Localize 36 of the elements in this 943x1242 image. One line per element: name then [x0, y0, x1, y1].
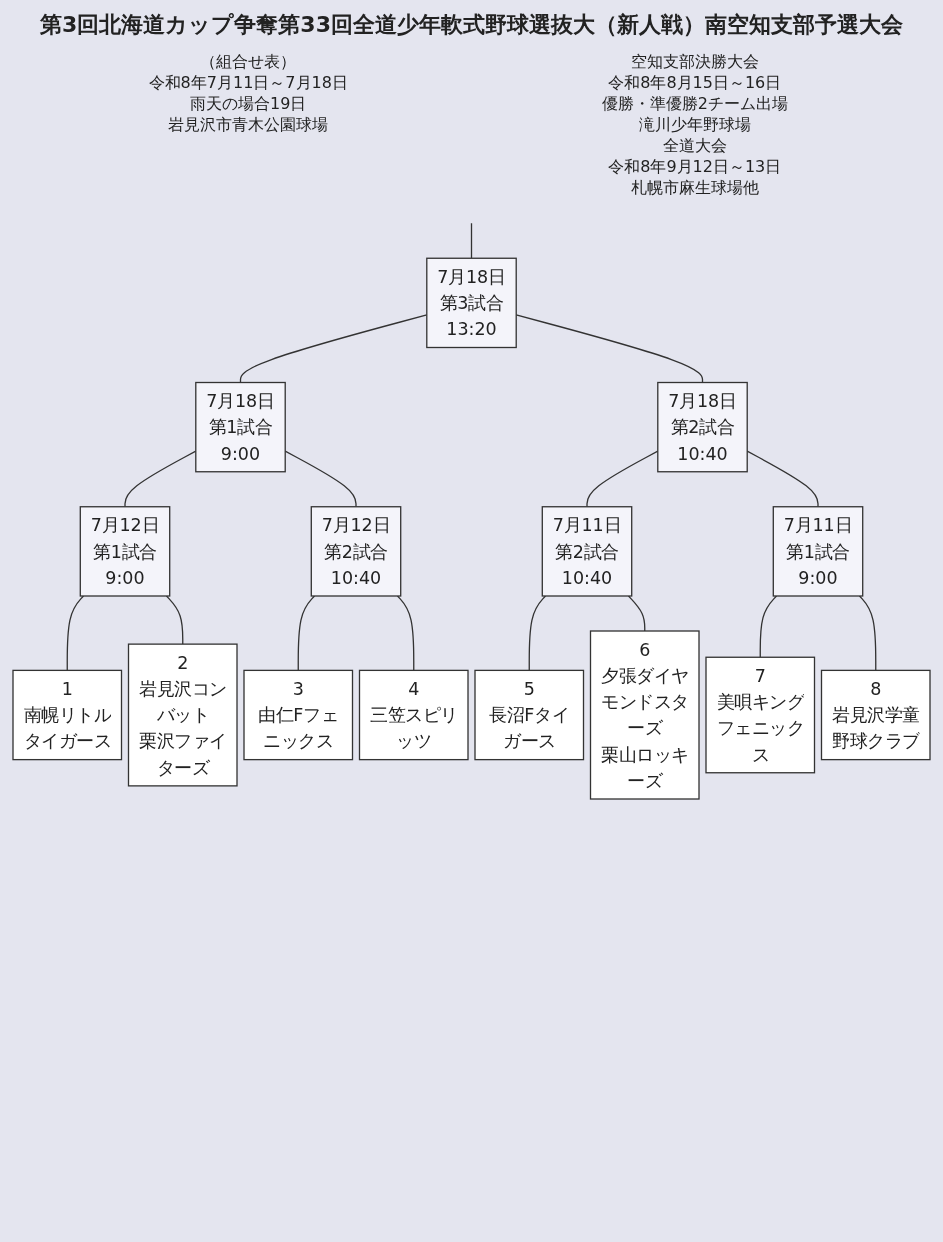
node-box: 4 三笠スピリッツ: [358, 669, 469, 761]
note-text: 優勝・準優勝2チーム出場: [600, 94, 789, 115]
note-text: 雨天の場合19日: [189, 94, 308, 115]
node-box: 6 夕張ダイヤモンドスターズ 栗山ロッキーズ: [589, 630, 700, 800]
node-box: 7 美唄キングフェニックス: [705, 656, 816, 774]
connector: [165, 595, 184, 645]
title: 第3回北海道カップ争奪第33回全道少年軟式野球選抜大（新人戦）南空知支部予選大会: [39, 11, 904, 39]
note-text: 令和8年8月15日～16日: [607, 73, 783, 94]
node-box: 7月12日 第1試合 9:00: [79, 506, 171, 597]
node-box: 7月11日 第2試合 10:40: [541, 506, 633, 597]
node-box: 5 長沼Fタイガース: [474, 669, 585, 761]
node-box: 7月18日 第2試合 10:40: [657, 381, 748, 473]
note-text: 札幌市麻生球場他: [629, 178, 760, 199]
connector: [66, 595, 85, 672]
node-box: 3 由仁Fフェニックス: [243, 669, 354, 761]
node-box: 7月12日 第2試合 10:40: [310, 506, 402, 597]
connector: [528, 595, 547, 672]
node-box: 7月18日 第1試合 9:00: [195, 381, 286, 473]
note-text: 空知支部決勝大会: [629, 52, 760, 73]
connector: [297, 595, 316, 672]
note-text: 令和8年9月12日～13日: [607, 157, 783, 178]
connector: [858, 595, 877, 672]
connector: [759, 595, 778, 658]
connector: [396, 595, 415, 672]
note-text: 岩見沢市青木公園球場: [167, 115, 330, 136]
node-box: 7月11日 第1試合 9:00: [772, 506, 864, 597]
connector: [627, 595, 646, 632]
note-text: 滝川少年野球場: [637, 115, 752, 136]
node-box: 2 岩見沢コンバット 栗沢ファイターズ: [127, 643, 238, 787]
note-text: （組合せ表）: [199, 52, 298, 73]
note-text: 令和8年7月11日～7月18日: [147, 73, 349, 94]
note-text: 全道大会: [661, 136, 728, 157]
node-box: 7月18日 第3試合 13:20: [426, 257, 517, 349]
node-box: 8 岩見沢学童野球クラブ: [820, 669, 931, 761]
node-box: 1 南幌リトルタイガース: [12, 669, 123, 761]
connector: [470, 222, 473, 259]
